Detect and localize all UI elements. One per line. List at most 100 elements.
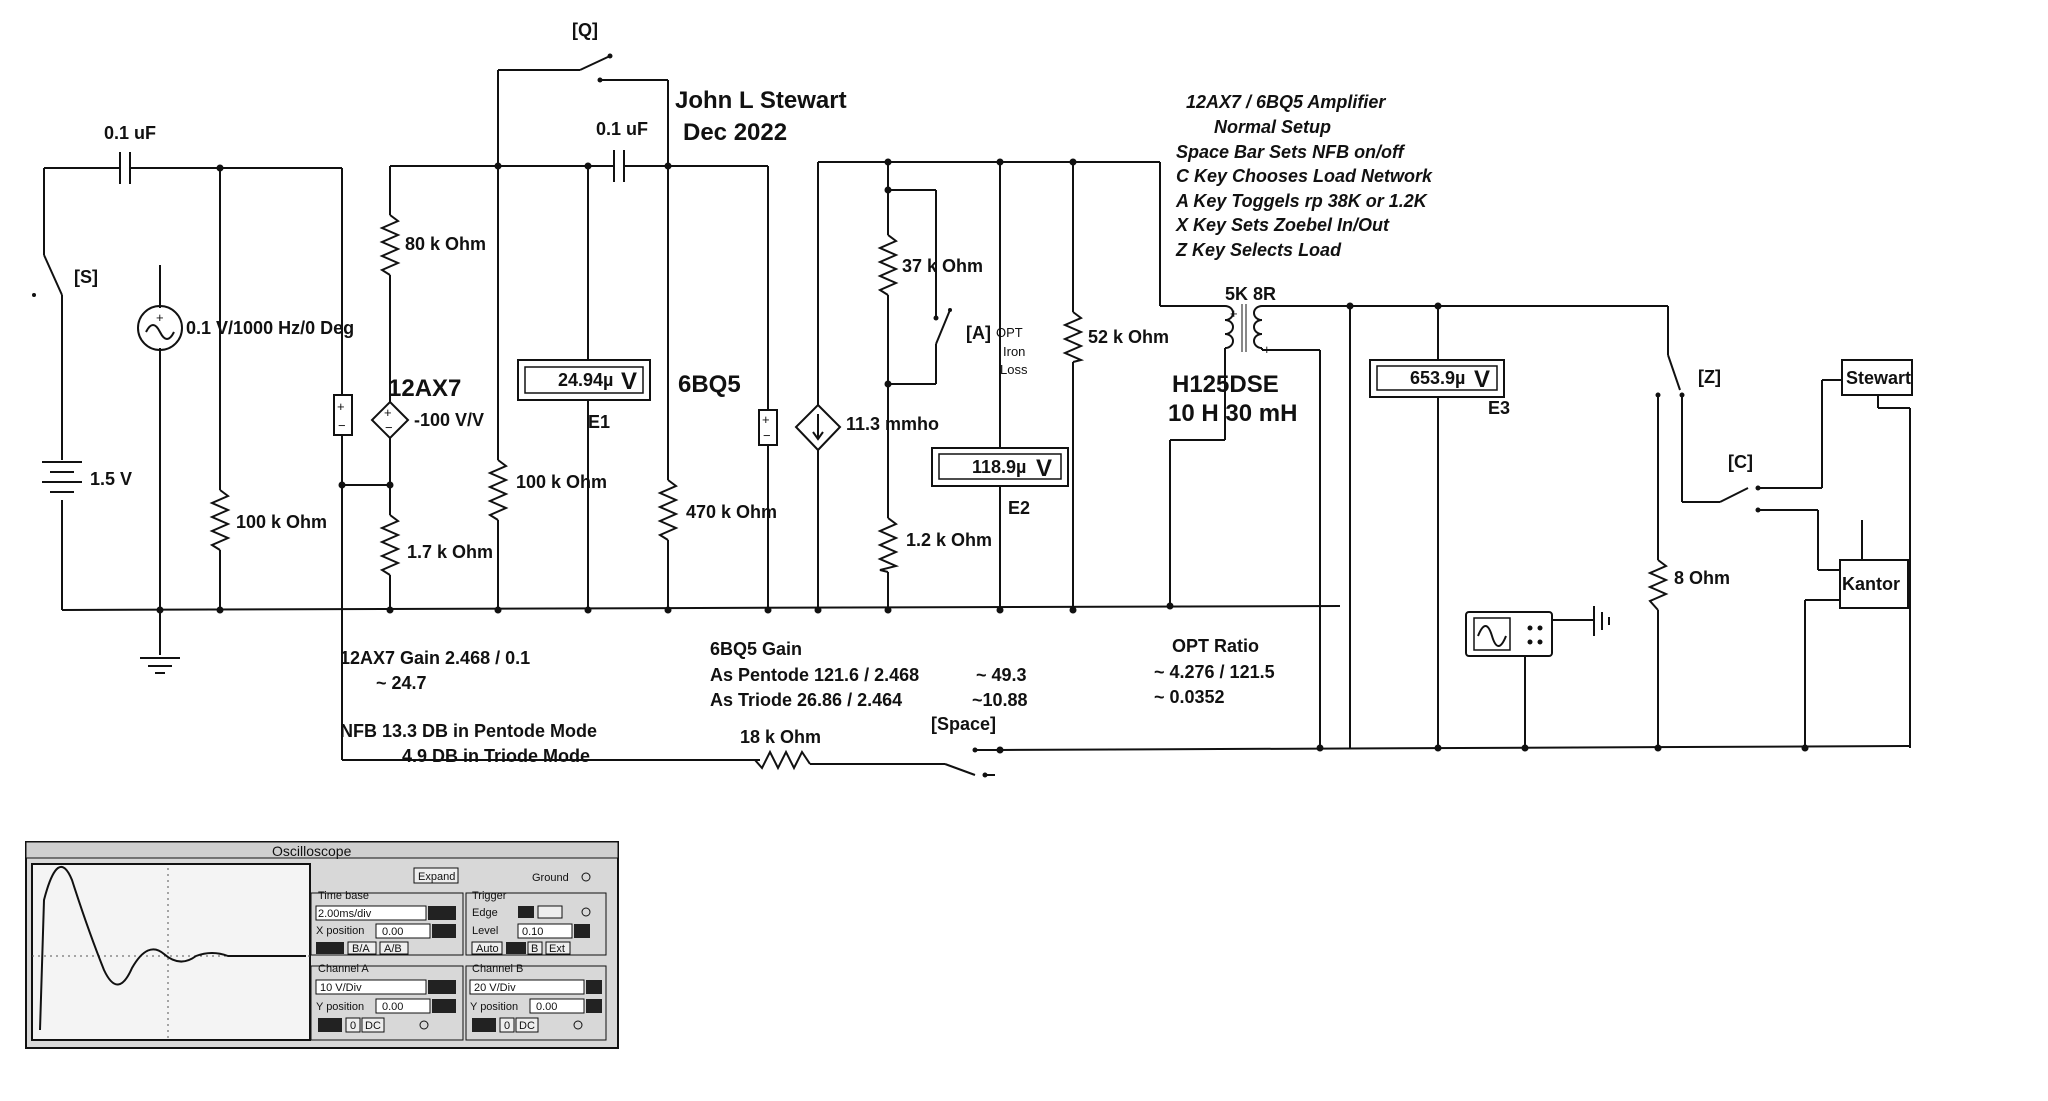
svg-text:1.5 V: 1.5 V [90,469,132,489]
svg-text:0.1 uF: 0.1 uF [596,119,648,139]
ab-button[interactable] [379,941,409,955]
svg-text:E3: E3 [1488,398,1510,418]
svg-text:+: + [156,310,164,325]
svg-text:OPT: OPT [996,325,1023,340]
svg-text:NFB 13.3 DB in Pentode Mode: NFB 13.3 DB in Pentode Mode [340,721,597,741]
svg-text:As Triode 26.86 / 2.464: As Triode 26.86 / 2.464 [710,690,902,710]
svg-text:~ 0.0352: ~ 0.0352 [1154,687,1225,707]
svg-text:0.1 uF: 0.1 uF [104,123,156,143]
svg-text:Stewart: Stewart [1846,368,1911,388]
oscilloscope-panel: Oscilloscope Expand Ground Time base 2.0… [25,841,619,1049]
trigger-b-button[interactable] [527,941,543,955]
svg-text:Channel B: Channel B [472,963,523,975]
svg-text:Space Bar Sets NFB on/off: Space Bar Sets NFB on/off [1176,142,1406,162]
svg-text:−: − [763,428,771,443]
switch-z[interactable]: [Z] [1655,367,1721,398]
svg-text:Trigger: Trigger [472,890,507,902]
svg-text:Time base: Time base [318,890,369,902]
svg-text:−: − [338,418,346,433]
svg-text:[A]: [A] [966,323,991,343]
svg-text:118.9µ: 118.9µ [972,457,1026,477]
svg-text:X position: X position [316,925,364,937]
oscilloscope-icon [1465,611,1553,657]
level-field[interactable] [517,923,573,939]
svg-text:Edge: Edge [472,907,498,919]
ba-button[interactable] [347,941,377,955]
svg-text:V: V [621,368,637,395]
channel-b-field[interactable] [469,979,585,995]
svg-text:Y position: Y position [316,1001,364,1013]
svg-text:~ 49.3: ~ 49.3 [976,665,1027,685]
tube-6bq5-label: 6BQ5 [678,371,741,398]
time-base-field[interactable] [315,905,427,921]
svg-text:[Q]: [Q] [572,20,598,40]
meter-e2: 118.9µ V E2 [931,447,1069,518]
resistor-100k-input: 100 k Ohm [209,489,327,551]
svg-text:0.10: 0.10 [522,926,543,938]
x-position-field[interactable] [375,923,431,939]
channel-a-y-field[interactable] [375,998,431,1014]
svg-text:[C]: [C] [1728,452,1753,472]
resistor-18k: 18 k Ohm [740,727,821,771]
ground-terminal[interactable] [581,872,591,882]
svg-text:24.94µ: 24.94µ [558,370,613,390]
svg-text:~10.88: ~10.88 [972,690,1028,710]
setup-notes: 12AX7 / 6BQ5 Amplifier Normal Setup Spac… [1175,92,1433,260]
svg-text:+: + [337,399,345,414]
resistor-100k-plate: 100 k Ohm [487,459,607,521]
svg-text:OPT Ratio: OPT Ratio [1172,636,1259,656]
meter-e1: 24.94µ V E1 [517,359,651,432]
svg-text:E2: E2 [1008,498,1030,518]
channel-b-y-field[interactable] [529,998,585,1014]
svg-text:Oscilloscope: Oscilloscope [272,843,352,859]
svg-text:H125DSE: H125DSE [1172,371,1279,398]
channel-a-dc-button[interactable] [361,1017,385,1033]
expand-button[interactable] [413,867,459,884]
output-transformer: + + 5K 8R H125DSE 10 H 30 mH [1168,284,1297,427]
switch-s[interactable]: [S] [32,254,98,297]
svg-text:Expand: Expand [418,871,455,883]
svg-text:John L Stewart: John L Stewart [675,87,847,114]
svg-text:DC: DC [519,1020,535,1032]
svg-text:20 V/Div: 20 V/Div [474,982,516,994]
svg-text:Level: Level [472,925,498,937]
svg-text:52 k Ohm: 52 k Ohm [1088,327,1169,347]
channel-b-dc-button[interactable] [515,1017,539,1033]
svg-text:+: + [762,412,770,427]
switch-q[interactable]: [Q] [572,20,613,83]
switch-a[interactable]: [A] OPT Iron Loss [933,308,1028,377]
load-kantor: Kantor [1839,559,1909,609]
switch-space[interactable]: [Space] [931,714,996,778]
ext-button[interactable] [545,941,571,955]
resistor-470k: 470 k Ohm [657,479,777,541]
scope-trace [39,866,306,1031]
channel-a-field[interactable] [315,979,427,995]
coupling-capacitor: 0.1 uF [596,119,648,182]
svg-text:[S]: [S] [74,267,98,287]
svg-text:11.3 mmho: 11.3 mmho [846,414,939,434]
svg-text:Iron: Iron [1003,344,1025,359]
svg-text:1.2 k Ohm: 1.2 k Ohm [906,530,992,550]
svg-text:12AX7 / 6BQ5 Amplifier: 12AX7 / 6BQ5 Amplifier [1186,92,1386,112]
svg-text:4.9 DB in Triode Mode: 4.9 DB in Triode Mode [402,746,590,766]
resistor-52k: 52 k Ohm [1062,311,1169,363]
meter-e3: 653.9µ V E3 [1369,359,1510,418]
svg-text:80 k Ohm: 80 k Ohm [405,234,486,254]
svg-text:10 H 30 mH: 10 H 30 mH [1168,400,1297,427]
resistor-37k: 37 k Ohm [877,234,983,296]
svg-text:Z Key Selects Load: Z Key Selects Load [1175,240,1342,260]
auto-button[interactable] [471,941,503,955]
svg-text:As Pentode 121.6 / 2.468: As Pentode 121.6 / 2.468 [710,665,919,685]
svg-text:~ 4.276 / 121.5: ~ 4.276 / 121.5 [1154,662,1275,682]
edge-button[interactable] [537,905,563,919]
svg-text:0: 0 [504,1020,510,1032]
switch-c[interactable]: [C] [1728,452,1761,513]
svg-text:Dec 2022: Dec 2022 [683,119,787,146]
svg-text:+: + [384,405,392,420]
svg-text:V: V [1036,455,1052,482]
svg-text:DC: DC [365,1020,381,1032]
vcvs-input-box: + − [333,394,353,436]
svg-text:0: 0 [350,1020,356,1032]
svg-text:0.00: 0.00 [382,926,403,938]
svg-text:C Key Chooses Load Network: C Key Chooses Load Network [1176,166,1433,186]
